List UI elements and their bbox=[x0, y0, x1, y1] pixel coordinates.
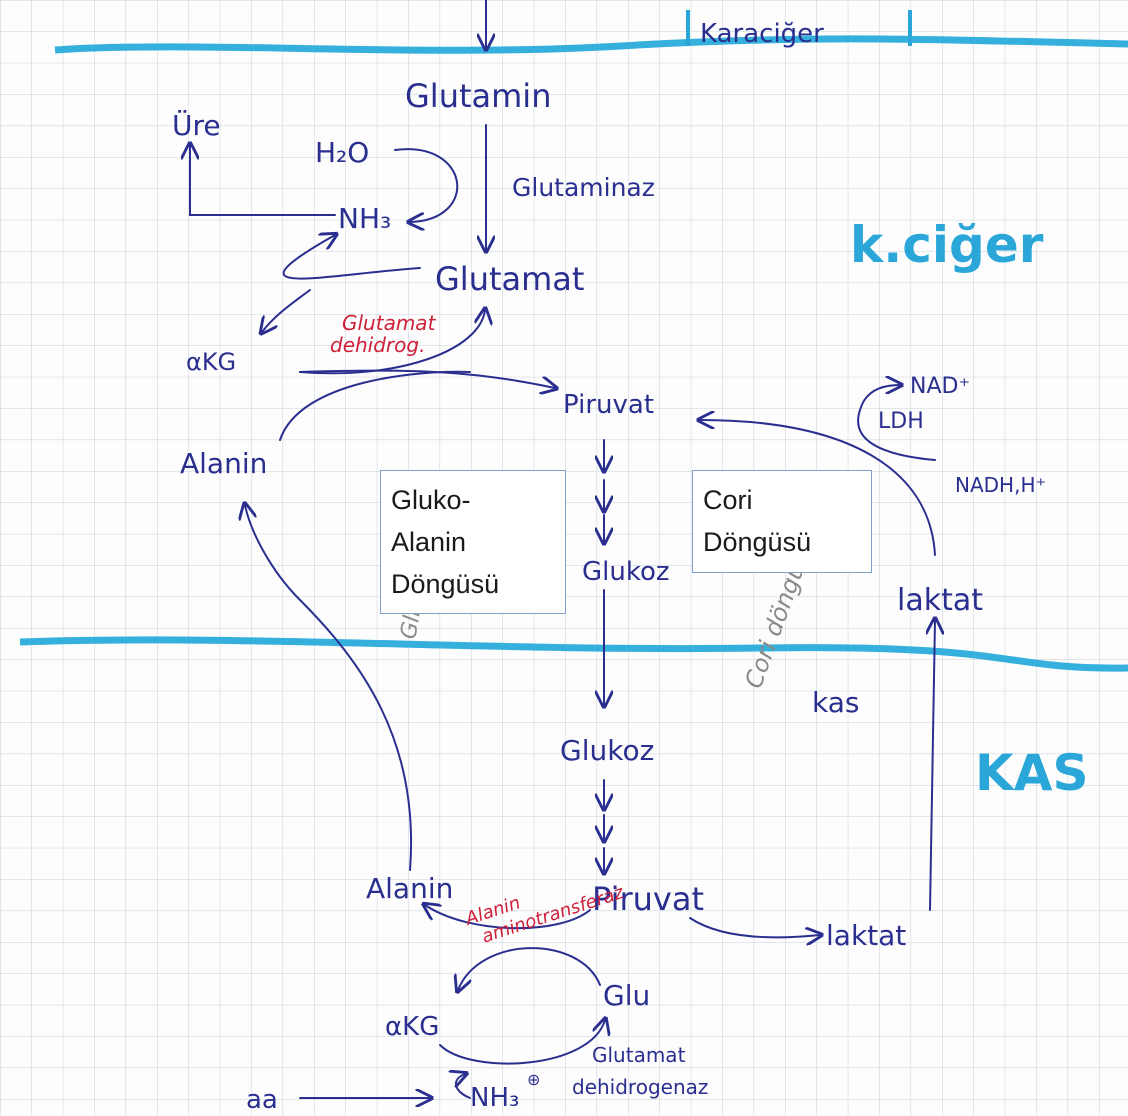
label-piruvat-bottom: Piruvat bbox=[592, 880, 704, 918]
label-kas-big: KAS bbox=[975, 744, 1088, 802]
arrow-ldh-loop bbox=[857, 385, 936, 461]
arrow-curl-nh3 bbox=[456, 1074, 470, 1099]
membrane-line-bottom bbox=[19, 636, 1128, 672]
arrow-glutamat-to-nh3 bbox=[282, 235, 421, 280]
label-alanin-bottom: Alanin bbox=[366, 872, 453, 905]
arrow-laktat-to-piruvat bbox=[700, 420, 936, 556]
label-nh3-plus: ⊕ bbox=[527, 1070, 540, 1089]
label-kciger: k.ciğer bbox=[850, 216, 1044, 274]
membrane-line-top bbox=[54, 35, 1128, 54]
label-aa: aa bbox=[246, 1085, 278, 1115]
label-alanin-top: Alanin bbox=[180, 447, 267, 480]
label-glukoz-top: Glukoz bbox=[582, 557, 670, 587]
label-nh3-bottom: NH₃ bbox=[470, 1083, 519, 1113]
label-ure: Üre bbox=[172, 108, 221, 142]
label-akg-top: αKG bbox=[186, 348, 236, 376]
arrow-akg-to-glutamat bbox=[299, 310, 485, 375]
label-karaciger: Karaciğer bbox=[700, 19, 824, 49]
box-cori: Cori Döngüsü bbox=[692, 470, 872, 573]
arrow-to-akg bbox=[262, 289, 311, 332]
label-nadh: NAD⁺ bbox=[910, 374, 970, 399]
label-laktat-top: laktat bbox=[897, 583, 983, 618]
arrow-piruvat-to-laktat bbox=[689, 917, 820, 937]
arrow-alanin-to-piruvat bbox=[279, 370, 471, 441]
arrow-h2o-loop bbox=[394, 148, 459, 222]
label-piruvat-top: Piruvat bbox=[563, 390, 654, 420]
label-glutamat: Glutamat bbox=[435, 260, 584, 298]
label-glu: Glu bbox=[603, 979, 650, 1012]
arrow-piruvat-to-alanin bbox=[425, 905, 591, 930]
arrow-nh3-to-ure bbox=[190, 145, 336, 216]
arrow-kas-alanin-to-liver bbox=[245, 505, 413, 871]
label-nh3-top: NH₃ bbox=[338, 202, 391, 235]
label-glutamin: Glutamin bbox=[405, 77, 551, 115]
label-glukoz-bottom: Glukoz bbox=[560, 734, 654, 767]
label-glutaminaz: Glutaminaz bbox=[512, 173, 655, 202]
label-laktat-bottom: laktat bbox=[826, 919, 906, 952]
label-nadhh: NADH,H⁺ bbox=[955, 473, 1046, 497]
arrow-laktat-up bbox=[930, 620, 935, 911]
arrow-akg-to-glu bbox=[439, 1020, 605, 1065]
label-ldh: LDH bbox=[878, 409, 924, 434]
label-kas-small: kas bbox=[812, 686, 859, 719]
box-gluko-alanin: Gluko- Alanin Döngüsü bbox=[380, 470, 566, 614]
label-akg-bottom: αKG bbox=[385, 1012, 439, 1042]
label-h2o: H₂O bbox=[315, 136, 369, 169]
arrow-glu-to-akg bbox=[458, 947, 601, 990]
